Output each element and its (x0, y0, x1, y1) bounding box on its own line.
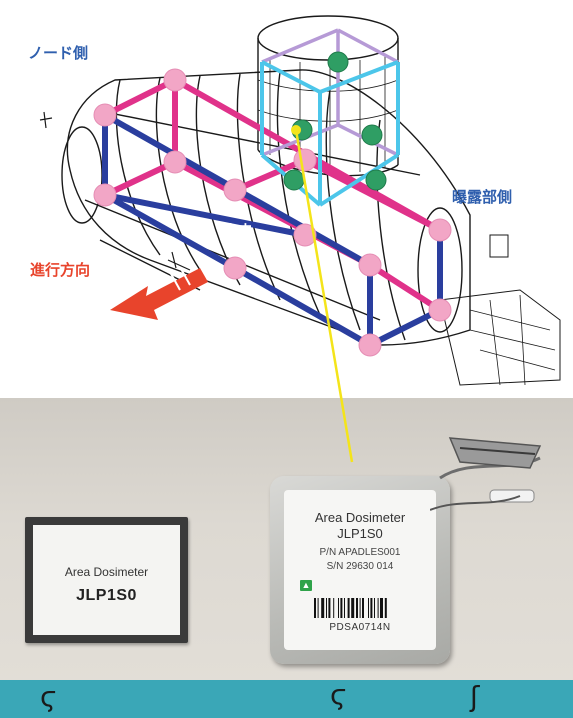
arrow-stripe (179, 266, 191, 286)
measurement-point (223, 178, 247, 202)
measurement-point (361, 124, 383, 146)
blue-strip: ϛ ϛ ʃ (0, 678, 573, 718)
measurement-point (93, 103, 117, 127)
measurement-point (358, 253, 382, 277)
warning-icon: ▲ (300, 580, 312, 591)
barcode-bar (374, 598, 375, 618)
equipment-box (489, 234, 509, 258)
device-part-number: P/N APADLES001 (319, 547, 401, 558)
logistics-module-frames (269, 55, 386, 172)
device-serial-number: S/N 29630 014 (326, 561, 394, 572)
dosimeter-photo: Area Dosimeter JLP1S0 Area Dosimeter JLP… (0, 398, 573, 718)
barcode-bar (338, 598, 339, 618)
arrow-stripe (169, 271, 181, 291)
measurement-point (93, 183, 117, 207)
lower-fitting (167, 251, 191, 271)
module-ring-1 (115, 79, 161, 256)
measurement-point (291, 119, 313, 141)
pink-line (367, 262, 443, 313)
barcode-bar (344, 598, 345, 618)
measurement-point (428, 218, 452, 242)
barcode-bar (333, 598, 335, 618)
measurement-point (365, 169, 387, 191)
measurement-point (327, 51, 349, 73)
blue-line (102, 192, 238, 271)
module-far-end (417, 207, 463, 333)
barcode-bar (317, 598, 319, 618)
barcode-bar (326, 598, 327, 618)
barcode-bar (370, 598, 373, 618)
module-body-outline (66, 69, 471, 346)
measurement-point (283, 169, 305, 191)
barcode-bar (380, 598, 383, 618)
device-id: JLP1S0 (337, 526, 383, 541)
barcode-bar (347, 598, 350, 618)
barcode-bar (359, 598, 361, 618)
node-side-fitting (39, 111, 53, 129)
device-label: Area Dosimeter JLP1S0 P/N APADLES001 S/N… (284, 490, 436, 650)
equipment-details (469, 294, 556, 386)
barcode-bar (328, 598, 331, 618)
green-nodes (283, 51, 387, 191)
clip-jaw (448, 437, 542, 469)
barcode-bar (377, 598, 379, 618)
barcode-bar (351, 598, 355, 618)
strip-mark: ϛ (40, 680, 57, 713)
label-center: 中央 (223, 222, 254, 240)
logistics-module-rings (257, 79, 399, 122)
module-ring-4 (236, 73, 281, 301)
clip-icon (430, 437, 542, 511)
label-direction: 進行方向 (30, 261, 91, 279)
blue-line (367, 307, 443, 348)
strip-mark: ϛ (330, 678, 347, 711)
clip-cable (430, 495, 521, 511)
clip-spring (459, 447, 536, 455)
equipment-frame (439, 289, 561, 386)
barcode-bar (356, 598, 358, 618)
barcode-bar (384, 598, 387, 618)
direction-arrow (110, 266, 208, 320)
label-node-side: ノード側 (28, 44, 89, 62)
barcode-icon (314, 598, 387, 618)
measurement-point (223, 256, 247, 280)
barcode-bar (314, 598, 316, 618)
measurement-point (293, 148, 317, 172)
measurement-point (428, 298, 452, 322)
location-badge: Area Dosimeter JLP1S0 (25, 517, 188, 643)
device-title: Area Dosimeter (314, 510, 406, 525)
badge-card: Area Dosimeter JLP1S0 (33, 525, 180, 635)
barcode-bar (340, 598, 343, 618)
pink-line (102, 77, 178, 118)
arrow-shape (110, 268, 208, 320)
dosimeter-device: Area Dosimeter JLP1S0 P/N APADLES001 S/N… (270, 476, 450, 664)
measurement-point (358, 333, 382, 357)
barcode-bar (368, 598, 369, 618)
cyan-line (261, 60, 321, 94)
lavender-line (261, 28, 339, 64)
clip-sleeve (489, 489, 535, 503)
barcode-bar (321, 598, 325, 618)
pink-line (102, 159, 178, 198)
lavender-line (337, 28, 399, 64)
label-exposed-side: 曝露部側 (452, 188, 513, 206)
badge-title: Area Dosimeter (64, 565, 149, 579)
blue-line (102, 192, 308, 238)
badge-id: JLP1S0 (76, 587, 137, 604)
strip-mark: ʃ (470, 680, 480, 713)
measurement-point (163, 68, 187, 92)
measurement-point (163, 150, 187, 174)
pink-line (232, 157, 308, 193)
barcode-text: PDSA0714N (329, 622, 391, 633)
barcode-bar (362, 598, 364, 618)
measurement-point (293, 223, 317, 247)
cyan-line (319, 60, 399, 94)
